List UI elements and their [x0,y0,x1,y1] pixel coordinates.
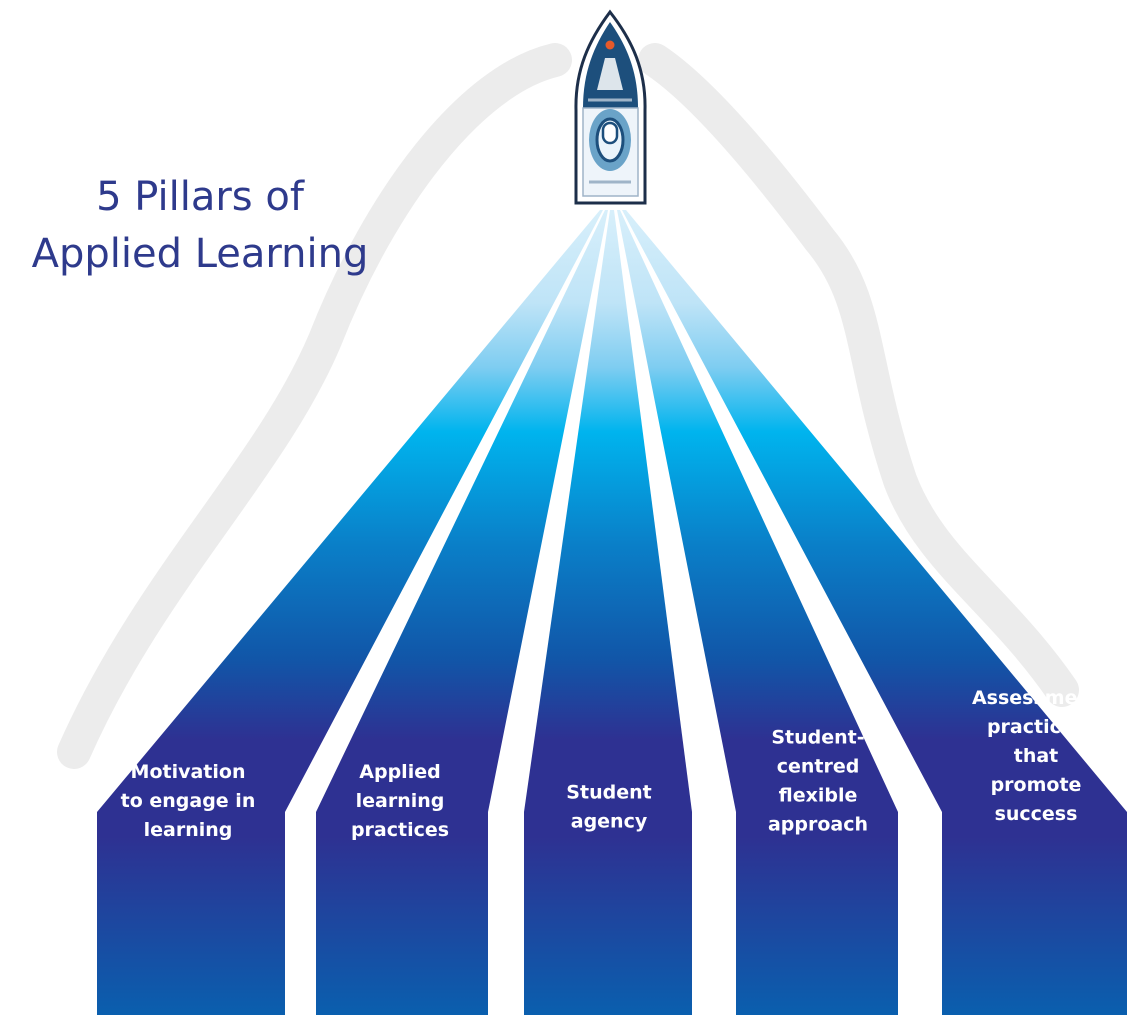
page-title-line-1: 5 Pillars of [96,174,305,220]
pillar-label-2: Applied learning practices [351,761,449,841]
boat-wake [57,43,1079,769]
pillar-label-line: promote [991,774,1082,796]
pillar-label-line: Assessment [972,687,1100,709]
pillar-label-line: Motivation [131,761,246,783]
pillar-beams [97,210,1127,1015]
pillar-label-line: Student- [771,727,864,749]
pillar-beam-4 [617,210,898,1015]
pillar-label-line: flexible [779,785,858,807]
pillar-label-line: success [995,803,1078,825]
pillar-label-line: learning [144,819,233,841]
pillar-label-line: practices [987,716,1085,738]
pillar-label-4: Student-centred flexible approach [768,727,868,836]
pillar-label-1: Motivation to engage in learning [121,761,256,841]
pillar-label-line: Applied [359,761,440,783]
pillar-beam-2 [316,210,608,1015]
page-title-line-2: Applied Learning [32,231,369,277]
pillar-label-line: centred [777,756,860,778]
pillar-label-line: approach [768,814,868,836]
pillar-label-line: practices [351,819,449,841]
boat-icon [574,9,647,205]
pillar-label-line: Student [566,782,651,804]
boat-light-icon [605,40,615,50]
pillar-label-line: learning [356,790,445,812]
pillar-beam-5 [622,210,1127,1015]
pillar-label-5: Assessment practices that promote success [972,687,1100,825]
pillar-label-line: that [1014,745,1059,767]
pillar-beam-3 [524,210,692,1015]
pillar-label-line: agency [571,811,648,833]
pillar-beam-1 [97,210,603,1015]
pillar-label-line: to engage in [121,790,256,812]
pillar-label-3: Student agency [566,782,651,833]
pillar-labels: Motivation to engage in learning Applied lea… [121,687,1100,841]
